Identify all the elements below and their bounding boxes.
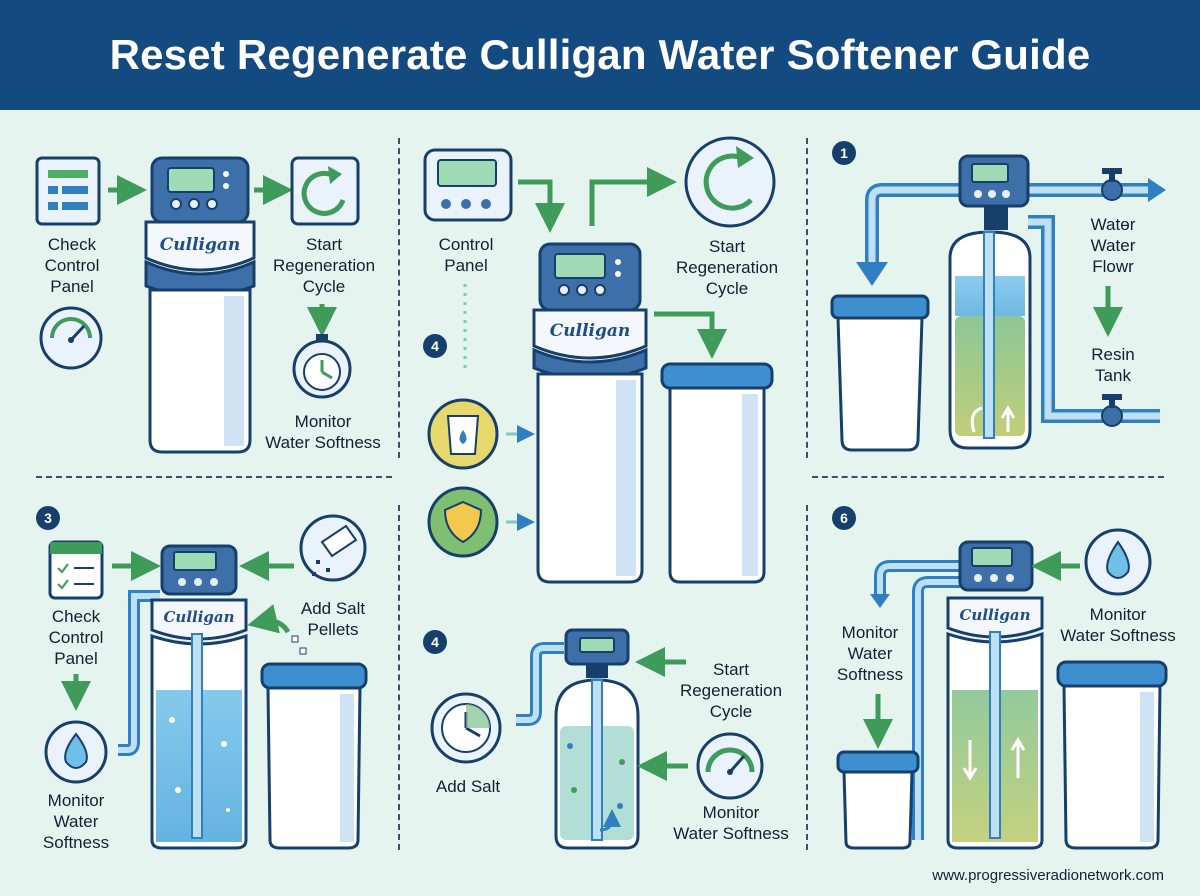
label-water-flow: Watөr Water Flowr: [1090, 215, 1136, 276]
divider-left-middle: [36, 476, 392, 478]
softener-unit: Culligan: [946, 540, 1044, 850]
panel-3: [830, 154, 1166, 452]
salt-scoop-icon: [299, 514, 367, 582]
label-monitor-water-softness: Monitor Water Softness: [1060, 605, 1176, 645]
resin-tank: [948, 230, 1032, 450]
water-drop-icon: [44, 720, 108, 784]
panel-1: Culligan: [35, 156, 360, 454]
label-control-panel: Control Panel: [438, 235, 494, 275]
softener-head: [958, 154, 1030, 230]
footer-url: www.progressiveradionetwork.com: [932, 867, 1164, 884]
label-monitor-water-softness: Monitor Water Softness: [265, 412, 381, 452]
label-monitor-water-softness: Monitor Water Softness: [42, 791, 110, 852]
softener-unit: Culligan: [532, 242, 648, 584]
salt-cup-icon: [427, 398, 499, 470]
cycle-arrows-icon: [684, 136, 776, 228]
panel-2: Culligan: [423, 136, 776, 584]
panel-6: Culligan: [836, 528, 1168, 850]
shield-icon: [427, 486, 499, 558]
divider-right-bottom: [806, 505, 808, 850]
label-add-salt-pellets: Add Salt Pellets: [300, 599, 366, 639]
culligan-logo: Culligan: [959, 606, 1030, 624]
panel-5: [430, 628, 764, 850]
cycle-arrows-icon: [290, 156, 360, 226]
label-add-salt: Add Salt: [435, 777, 501, 796]
step-badge-4-bottom: 4: [423, 630, 447, 654]
title-banner: Reset Regenerate Culligan Water Softener…: [0, 0, 1200, 110]
culligan-logo: Culligan: [163, 608, 234, 626]
gauge-icon: [39, 306, 103, 370]
clock-icon: [430, 692, 502, 764]
divider-right-middle: [812, 476, 1164, 478]
label-resin-tank: Resin Tank: [1091, 345, 1135, 385]
brine-tank: [260, 662, 368, 850]
bucket: [836, 750, 920, 850]
gauge-icon: [696, 732, 764, 800]
label-monitor-water-softness: Monitor Water Softness: [836, 623, 904, 684]
step-badge-4-top: 4: [423, 334, 447, 358]
culligan-logo: Culligan: [160, 235, 241, 255]
page-title: Reset Regenerate Culligan Water Softener…: [109, 31, 1091, 78]
checklist-icon: [35, 156, 101, 226]
step-badge-3: 3: [36, 506, 60, 530]
water-drop-icon: [1084, 528, 1152, 596]
label-start-regeneration: Start Regeneration Cycle: [675, 237, 779, 298]
softener-head: [564, 628, 630, 678]
step-badge-6: 6: [832, 506, 856, 530]
divider-right-top: [806, 138, 808, 458]
label-check-control-panel: Check Control Panel: [48, 607, 104, 668]
label-monitor-water-softness: Monitor Water Softness: [673, 803, 789, 843]
bucket: [830, 294, 930, 452]
valve-icon: [1101, 394, 1123, 427]
brine-tank: [660, 362, 774, 584]
divider-left-top: [398, 138, 400, 458]
panel-4: Culligan: [44, 514, 368, 850]
step-badge-1: 1: [832, 141, 856, 165]
control-panel-icon: [423, 148, 513, 222]
culligan-logo: Culligan: [550, 321, 631, 341]
label-start-regeneration: Start Regeneration Cycle: [679, 660, 783, 721]
label-check-control-panel: Check Control Panel: [44, 235, 100, 296]
divider-left-bottom: [398, 505, 400, 850]
valve-icon: [1101, 168, 1123, 201]
resin-tank: [554, 678, 640, 850]
stopwatch-icon: [292, 334, 352, 399]
label-start-regeneration: Start Regeneration Cycle: [272, 235, 376, 296]
softener-unit: Culligan: [144, 156, 256, 454]
calendar-checklist-icon: [48, 540, 104, 600]
brine-tank: [1056, 660, 1168, 850]
softener-unit: Culligan: [150, 544, 248, 850]
